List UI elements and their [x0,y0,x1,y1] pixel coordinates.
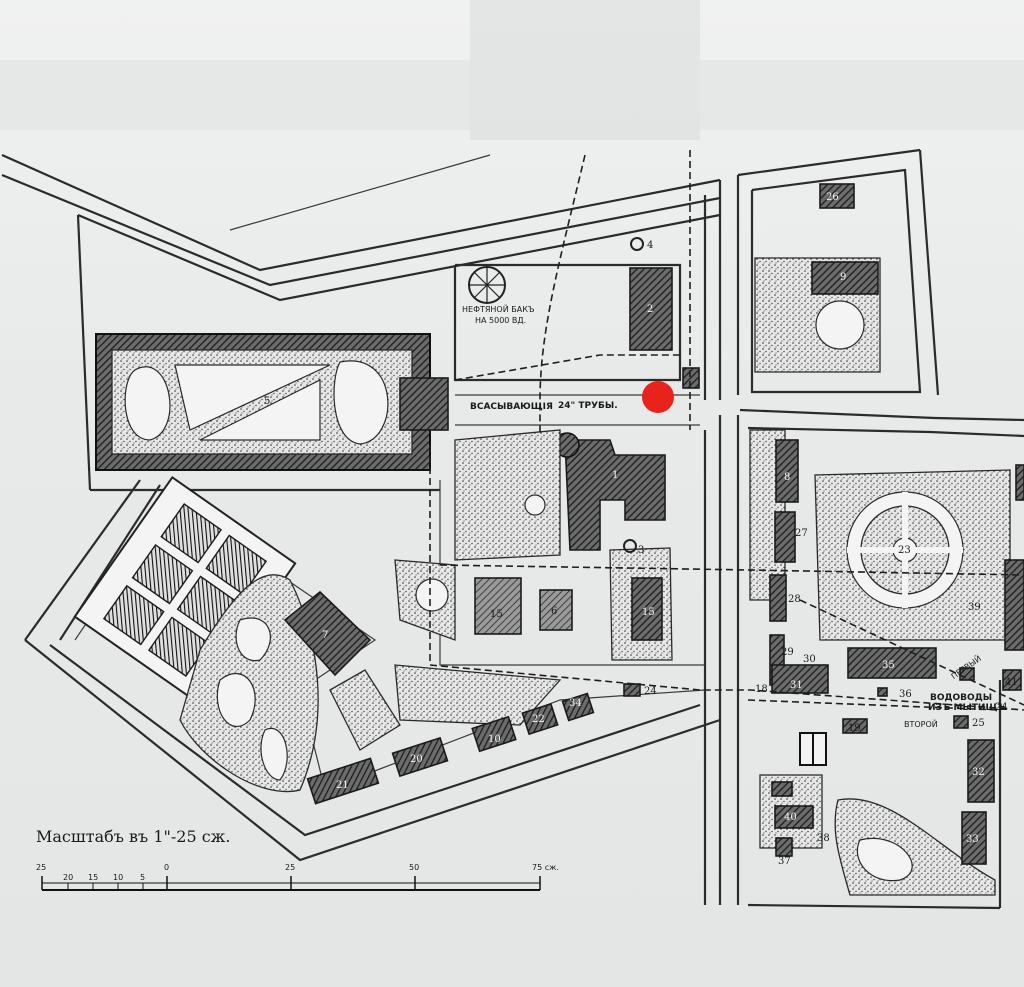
building-number: 4 [647,240,653,251]
building-number: 39 [968,602,981,613]
location-marker [642,381,674,413]
garden-9 [754,183,881,373]
building-number: 3 [638,545,644,556]
scale-tick: 75 сж. [532,863,559,872]
building-number: 2 [647,304,653,315]
building-number: 23 [898,545,911,556]
second-line-label: ВТОРОЙ [904,718,938,729]
pipelines [429,150,1024,711]
oil-tank-label-1: НЕФТЯНОЙ БАКЪ [462,303,535,314]
building-number: 25 [972,718,985,729]
waterline-label-2: ИЗЪ МЫТИЩЪ [928,703,1006,713]
building-number: 32 [972,767,985,778]
building-number: 29 [781,647,794,658]
east-garden [749,429,1024,766]
scale-bar: Масштабъ въ 1"-25 сж. 25 20 15 10 5 0 25… [36,827,559,891]
scale-tick: 25 [285,863,295,872]
building-number: 37 [778,856,791,867]
oil-tank-label-2: НА 5000 ВД. [475,316,526,325]
building-number: 28 [788,594,801,605]
garden-7 [73,475,401,793]
central-estate [306,237,700,805]
scale-tick: 20 [63,873,73,882]
southeast-garden [759,739,996,896]
building-number: 33 [966,834,979,845]
pipes-size-label: 24" ТРУБЫ. [558,401,618,411]
building-number: 31 [790,680,803,691]
building-number: 7 [322,630,328,641]
building-number: 27 [795,528,808,539]
scale-tick: 50 [409,863,419,872]
roads-and-fences [1,148,1024,910]
building-number: 6 [551,606,557,617]
glass-reflection [0,0,1024,140]
scale-tick: 5 [140,873,145,882]
building-number: 36 [899,689,912,700]
scale-tick: 10 [113,873,123,882]
building-number: 20 [410,754,423,765]
building-number: 8 [784,472,790,483]
building-number: 34 [569,698,582,709]
building-number: 10 [488,734,501,745]
waterline-label-1: ВОДОВОДЫ [930,693,992,703]
building-number: 15 [490,609,503,620]
building-number: 41 [1005,677,1018,688]
scale-tick: 15 [88,873,98,882]
building-numbers: 1 2 3 4 5 6 7 8 9 10 15 15 18 19 20 21 2… [264,192,1018,867]
scale-tick: 0 [164,863,169,872]
building-number: 5 [264,396,270,407]
building-number: 9 [840,272,846,283]
scale-title: Масштабъ въ 1"-25 сж. [36,827,230,846]
building-number: 21 [336,780,349,791]
scale-tick: 25 [36,863,46,872]
building-number: 1 [612,470,618,481]
garden-5 [95,333,449,471]
building-number: 22 [532,714,545,725]
building-number: 35 [882,660,895,671]
building-number: 24 [644,686,657,697]
building-number: 15 [642,607,655,618]
building-number: 19 [848,723,861,734]
building-number: 30 [803,654,816,665]
suction-pipes-label: ВСАСЫВАЮЩІЯ [470,402,553,412]
building-number: 18 [755,684,768,695]
building-number: 24 [995,702,1008,713]
building-number: 40 [784,812,797,823]
building-number: 26 [826,192,839,203]
building-number: 38 [817,833,830,844]
